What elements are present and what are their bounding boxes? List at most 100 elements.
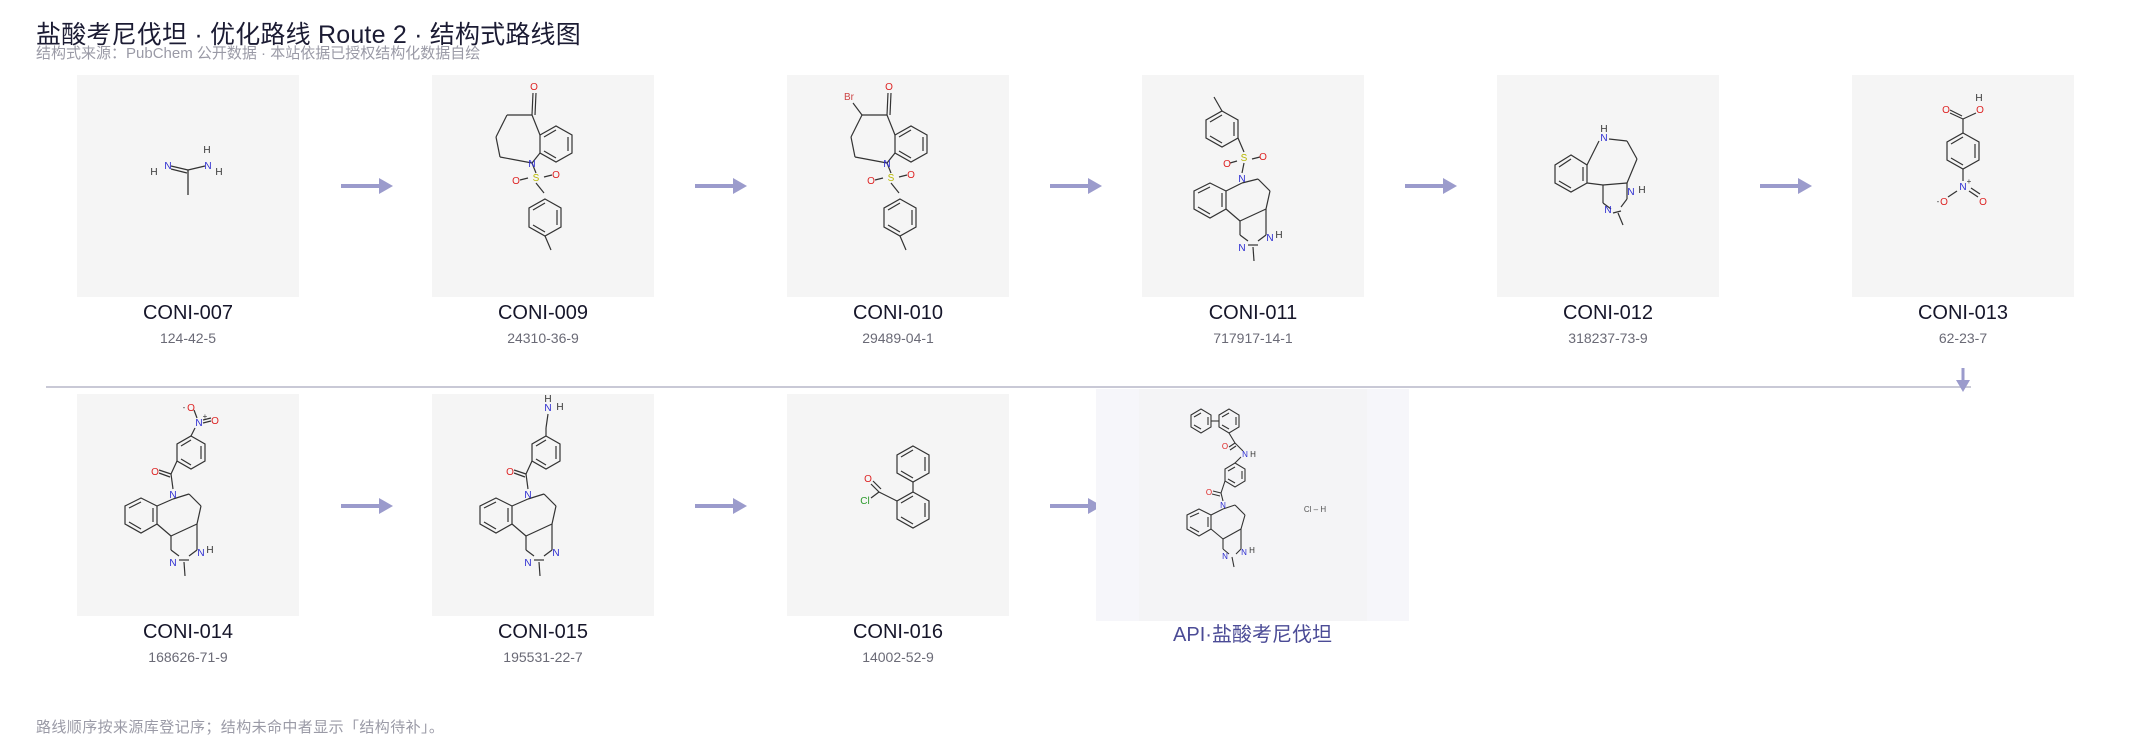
atom-label: N xyxy=(1959,182,1966,193)
atom-label: H xyxy=(1600,124,1607,135)
compound-id: CONI-009 xyxy=(497,302,589,324)
structure-card-coni-011[interactable]: S O O N N H N xyxy=(1142,75,1364,297)
atom-label: O xyxy=(867,176,875,187)
atom-label: O xyxy=(1223,159,1231,170)
cas-number: 62-23-7 xyxy=(1938,330,1988,346)
atom-label: S xyxy=(888,173,895,184)
route-arrow-icon xyxy=(341,178,393,194)
atom-label: O xyxy=(907,170,915,181)
atom-label: O xyxy=(187,403,195,414)
atom-label: O xyxy=(1206,488,1212,497)
atom-label: O xyxy=(1979,197,1987,208)
atom-label: Br xyxy=(844,92,855,103)
compound-id: CONI-007 xyxy=(142,302,234,324)
cas-number: 195531-22-7 xyxy=(503,649,583,665)
structure-card-coni-007[interactable]: N N H H H xyxy=(77,75,299,297)
atom-label: N xyxy=(1627,187,1634,198)
structure-diagram: O N H O N N H N Cl – H xyxy=(1186,408,1326,568)
atom-label: N xyxy=(544,403,551,414)
cas-number: 124-42-5 xyxy=(159,330,217,346)
cas-number: 24310-36-9 xyxy=(507,330,579,346)
atom-label: O xyxy=(1942,105,1950,116)
structure-card-coni-014[interactable]: O - N + O O N N H N xyxy=(77,394,299,616)
footnote: 路线顺序按来源库登记序；结构未命中者显示「结构待补」。 xyxy=(36,719,445,736)
structure-diagram: O Br N S O O xyxy=(844,82,928,251)
structure-card-coni-015[interactable]: N H H O N N N xyxy=(432,394,654,616)
atom-label: H xyxy=(1638,185,1645,196)
atom-label: N xyxy=(1220,501,1226,510)
atom-label: N xyxy=(1242,450,1248,459)
compound-id: CONI-010 xyxy=(852,302,944,324)
atom-label: N xyxy=(164,161,171,172)
atom-label: N xyxy=(552,548,559,559)
atom-label: N xyxy=(1266,233,1273,244)
atom-label: H xyxy=(556,402,563,413)
structure-diagram: O O H N + O - O xyxy=(1937,93,1987,208)
down-arrow-icon xyxy=(1955,368,1971,392)
structure-diagram: N H N H N xyxy=(1554,124,1646,226)
charge-label: - xyxy=(183,403,186,412)
atom-label: O xyxy=(885,82,893,93)
atom-label: O xyxy=(864,474,872,485)
structure-card-coni-009[interactable]: O N S O O xyxy=(432,75,654,297)
atom-label: Cl xyxy=(860,496,869,507)
atom-label: O xyxy=(506,467,514,478)
route-arrow-icon xyxy=(1760,178,1812,194)
structure-card-coni-010[interactable]: O Br N S O O xyxy=(787,75,1009,297)
api-label: API·盐酸考尼伐坦 xyxy=(1173,624,1332,646)
cas-number: 168626-71-9 xyxy=(148,649,228,665)
atom-label: N xyxy=(169,558,176,569)
row-connector-line xyxy=(46,386,1971,388)
structure-diagram: N N H H H xyxy=(150,145,223,195)
atom-label: S xyxy=(1241,153,1248,164)
cas-number: 717917-14-1 xyxy=(1213,330,1293,346)
atom-label: N xyxy=(197,548,204,559)
atom-label: H xyxy=(203,145,210,156)
atom-label: H xyxy=(1250,450,1256,459)
charge-label: + xyxy=(203,412,208,421)
atom-label: O xyxy=(512,176,520,187)
atom-label: N xyxy=(1238,243,1245,254)
structure-diagram: O - N + O O N N H N xyxy=(124,403,219,577)
atom-label: O xyxy=(530,82,538,93)
atom-label: N xyxy=(1241,548,1247,557)
page-title: 盐酸考尼伐坦 · 优化路线 Route 2 · 结构式路线图 xyxy=(36,21,581,49)
atom-label: N xyxy=(195,418,202,429)
atom-label: H xyxy=(544,394,551,405)
compound-id: CONI-016 xyxy=(852,621,944,643)
atom-label: N xyxy=(524,558,531,569)
api-structure-card[interactable]: O N H O N N H N Cl – H xyxy=(1096,389,1409,621)
atom-label: O xyxy=(552,170,560,181)
atom-label: O xyxy=(151,467,159,478)
atom-label: H xyxy=(150,167,157,178)
route-arrow-icon xyxy=(1050,498,1102,514)
cas-number: 29489-04-1 xyxy=(862,330,934,346)
route-arrow-icon xyxy=(341,498,393,514)
compound-id: CONI-011 xyxy=(1208,302,1298,324)
route-arrow-icon xyxy=(1405,178,1457,194)
compound-id: CONI-013 xyxy=(1917,302,2009,324)
atom-label: N xyxy=(524,490,531,501)
atom-label: S xyxy=(533,173,540,184)
atom-label: H xyxy=(206,545,213,556)
structure-card-coni-013[interactable]: O O H N + O - O xyxy=(1852,75,2074,297)
atom-label: N xyxy=(1604,205,1611,216)
atom-label: N xyxy=(528,159,535,170)
route-arrow-icon xyxy=(695,498,747,514)
atom-label: N xyxy=(1222,552,1228,561)
atom-label: O xyxy=(1259,152,1267,163)
compound-id: CONI-014 xyxy=(142,621,234,643)
charge-label: - xyxy=(1937,197,1940,206)
structure-diagram: O Cl xyxy=(860,445,930,529)
atom-label: O xyxy=(211,416,219,427)
route-arrow-icon xyxy=(1050,178,1102,194)
atom-label: H xyxy=(215,167,222,178)
structure-card-coni-012[interactable]: N H N H N xyxy=(1497,75,1719,297)
atom-label: O xyxy=(1940,197,1948,208)
structure-card-coni-016[interactable]: O Cl xyxy=(787,394,1009,616)
atom-label: O xyxy=(1222,442,1228,451)
page-subtitle: 结构式来源：PubChem 公开数据 · 本站依据已授权结构化数据自绘 xyxy=(36,45,481,62)
charge-label: + xyxy=(1967,177,1972,186)
cas-number: 318237-73-9 xyxy=(1568,330,1648,346)
cas-number: 14002-52-9 xyxy=(862,649,934,665)
